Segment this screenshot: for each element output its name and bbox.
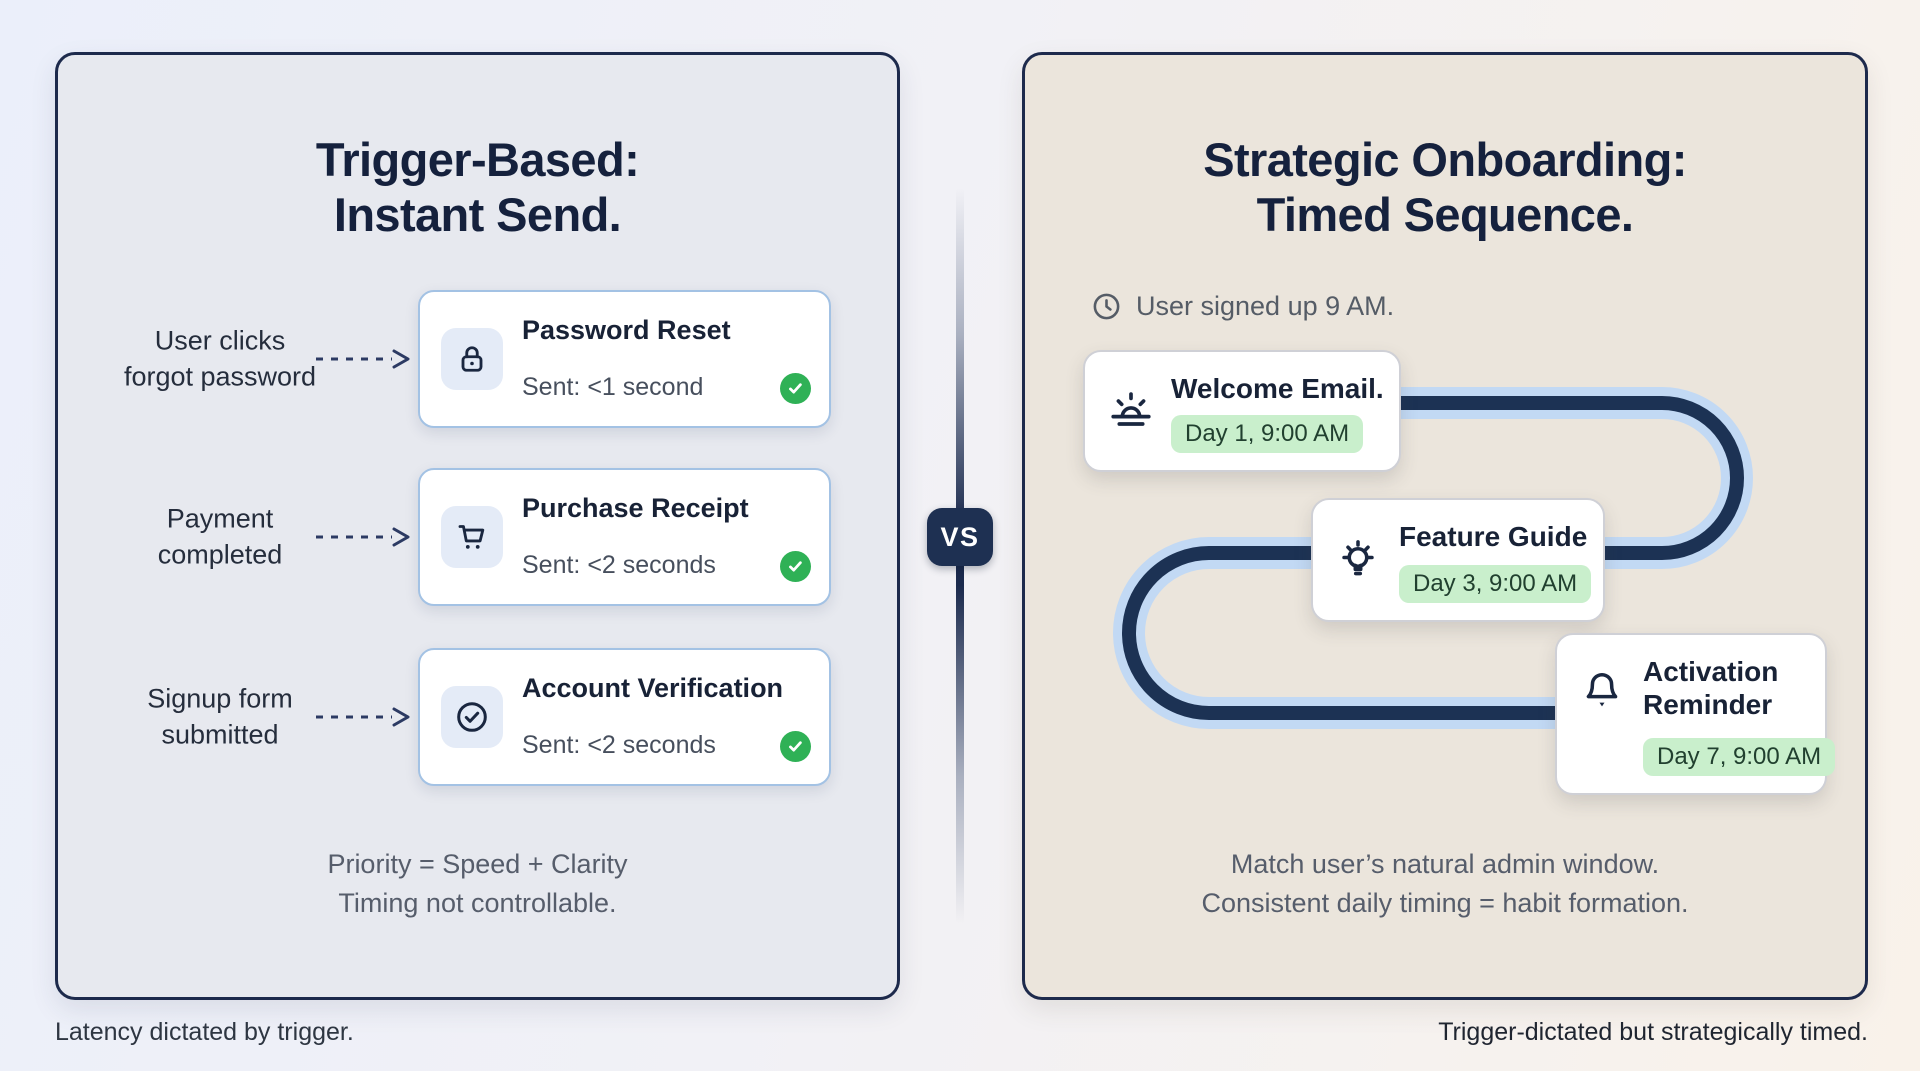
step-title-line1: Activation: [1643, 656, 1779, 687]
lock-icon: [461, 346, 483, 372]
left-panel-footnote: Priority = Speed + Clarity Timing not co…: [58, 845, 897, 923]
step-day-badge: Day 7, 9:00 AM: [1643, 738, 1836, 776]
trigger-row-password-reset: User clicks forgot password Password Res…: [58, 290, 897, 428]
success-check-badge: [780, 373, 811, 404]
check-icon: [789, 561, 802, 572]
email-card-status: Sent: <2 seconds: [522, 551, 716, 579]
vs-badge: VS: [927, 508, 993, 566]
step-title: Activation Reminder: [1643, 655, 1778, 721]
success-check-badge: [780, 731, 811, 762]
check-icon: [789, 741, 802, 752]
email-card-title: Account Verification: [522, 673, 784, 703]
right-panel-title: Strategic Onboarding: Timed Sequence.: [1025, 133, 1865, 242]
strategic-onboarding-panel: Strategic Onboarding: Timed Sequence. Us…: [1022, 52, 1868, 1000]
trigger-label-line1: Payment: [166, 503, 274, 534]
email-card-title: Password Reset: [522, 315, 731, 345]
check-circle-icon: [457, 702, 487, 732]
trigger-row-account-verification: Signup form submitted Account Verificati…: [58, 648, 897, 786]
step-title: Feature Guide: [1399, 521, 1588, 552]
step-title: Welcome Email.: [1171, 373, 1384, 404]
trigger-label-line2: completed: [157, 539, 283, 569]
right-panel-title-line2: Timed Sequence.: [1256, 187, 1634, 241]
email-card-account-verification: Account Verification Sent: <2 seconds: [418, 648, 831, 786]
left-footnote-line2: Timing not controllable.: [338, 888, 617, 919]
trigger-label-line1: User clicks: [154, 325, 286, 356]
icon-tile: [441, 506, 503, 568]
trigger-based-panel: Trigger-Based: Instant Send. User clicks…: [55, 52, 900, 1000]
email-card-title: Purchase Receipt: [522, 493, 749, 523]
lightbulb-icon: [1342, 540, 1374, 576]
email-card-status: Sent: <1 second: [522, 373, 704, 401]
dashed-arrow-icon: [316, 349, 410, 369]
step-day-badge: Day 1, 9:00 AM: [1171, 415, 1364, 453]
trigger-label-line2: forgot password: [123, 361, 317, 391]
signup-note-row: User signed up 9 AM.: [1091, 291, 1394, 322]
trigger-label-line1: Signup form: [147, 683, 293, 714]
timeline-path: [1113, 387, 1753, 729]
icon-tile: [441, 328, 503, 390]
right-footnote-line2: Consistent daily timing = habit formatio…: [1201, 888, 1689, 919]
email-card-password-reset: Password Reset Sent: <1 second: [418, 290, 831, 428]
success-check-badge: [780, 551, 811, 582]
vs-badge-label: VS: [940, 521, 980, 552]
trigger-label-line2: submitted: [161, 719, 279, 749]
clock-icon: [1093, 293, 1120, 320]
right-panel-footnote: Match user’s natural admin window. Consi…: [1025, 845, 1865, 923]
trigger-label: Signup form submitted: [70, 681, 370, 752]
right-caption: Trigger-dictated but strategically timed…: [1438, 1018, 1868, 1046]
email-card-purchase-receipt: Purchase Receipt Sent: <2 seconds: [418, 468, 831, 606]
step-day-badge: Day 3, 9:00 AM: [1399, 565, 1592, 603]
shopping-cart-icon: [458, 525, 485, 549]
dashed-arrow-icon: [316, 527, 410, 547]
trigger-label: Payment completed: [70, 501, 370, 572]
step-card-welcome-email: Welcome Email. Day 1, 9:00 AM: [1083, 350, 1401, 472]
email-card-status: Sent: <2 seconds: [522, 731, 716, 759]
step-title-line2: Reminder: [1643, 689, 1773, 721]
right-panel-title-line1: Strategic Onboarding:: [1203, 133, 1687, 186]
left-panel-title-line2: Instant Send.: [333, 187, 622, 241]
right-footnote-line1: Match user’s natural admin window.: [1230, 849, 1660, 879]
step-card-feature-guide: Feature Guide Day 3, 9:00 AM: [1311, 498, 1605, 622]
trigger-row-purchase-receipt: Payment completed Purchase Receipt Sent:…: [58, 468, 897, 606]
left-panel-title-line1: Trigger-Based:: [315, 133, 640, 186]
sunrise-icon: [1111, 392, 1151, 426]
dashed-arrow-icon: [316, 707, 410, 727]
signup-note-text: User signed up 9 AM.: [1136, 291, 1395, 321]
left-footnote-line1: Priority = Speed + Clarity: [327, 849, 628, 879]
check-icon: [789, 383, 802, 394]
left-panel-title: Trigger-Based: Instant Send.: [58, 133, 897, 242]
icon-tile: [441, 686, 503, 748]
step-card-activation-reminder: Activation Reminder Day 7, 9:00 AM: [1555, 633, 1836, 795]
trigger-label: User clicks forgot password: [70, 323, 370, 394]
bell-icon: [1586, 672, 1618, 707]
left-caption: Latency dictated by trigger.: [55, 1018, 354, 1046]
